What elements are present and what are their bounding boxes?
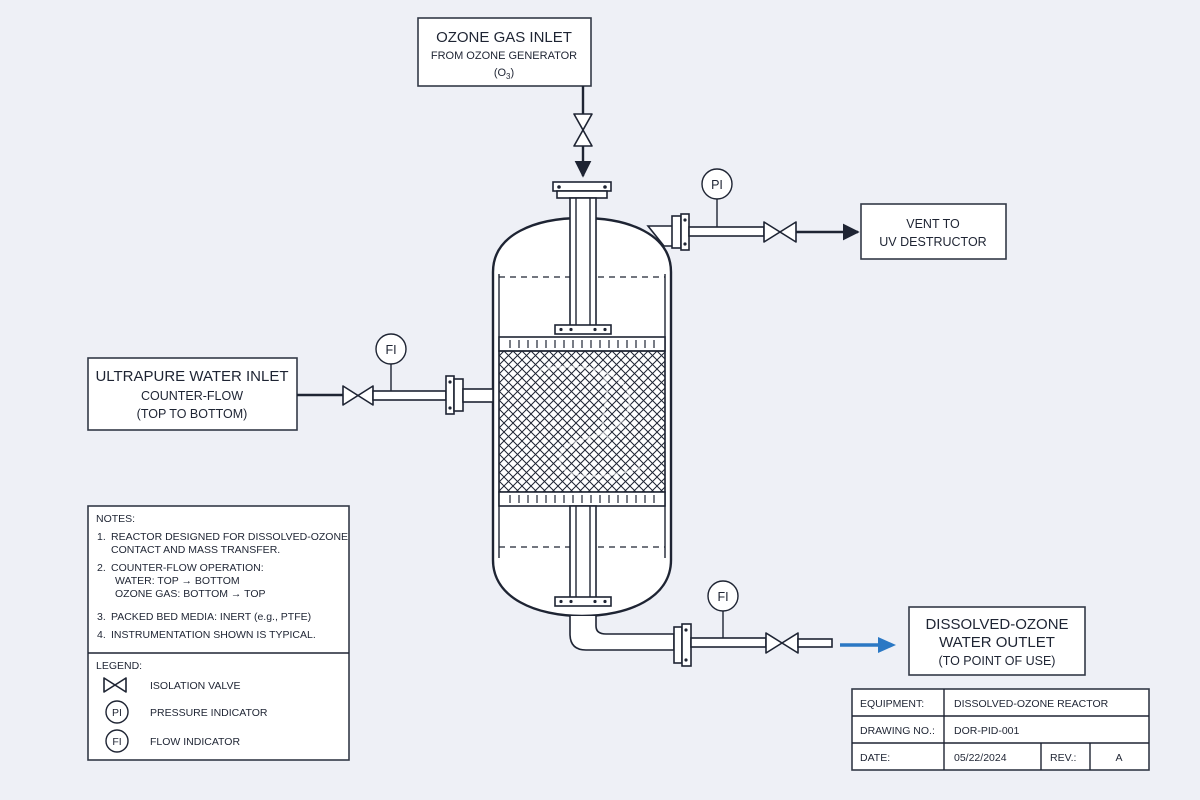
outlet-pipe — [690, 637, 767, 648]
ozone-inlet-title: OZONE GAS INLET — [436, 29, 572, 46]
top-gas-nozzle — [552, 181, 612, 327]
fi-outlet-tag: FI — [717, 590, 728, 604]
water-feed-pipe — [372, 390, 447, 401]
note-line: INSTRUMENTATION SHOWN IS TYPICAL. — [111, 629, 316, 641]
equipment-label: EQUIPMENT: — [860, 698, 924, 710]
vent-label-2: UV DESTRUCTOR — [879, 235, 986, 249]
ozone-formula: (O3) — [494, 67, 514, 81]
ozone-gas-inlet-box: OZONE GAS INLET FROM OZONE GENERATOR (O3… — [417, 17, 592, 87]
outlet-flange — [673, 623, 692, 667]
title-block: EQUIPMENT: DISSOLVED-OZONE REACTOR DRAWI… — [851, 688, 1150, 771]
note-line: PACKED BED MEDIA: INERT (e.g., PTFE) — [111, 611, 311, 623]
flow-indicator-fi-outlet[interactable]: FI — [707, 580, 739, 638]
vent-flange — [671, 213, 690, 251]
note-line: COUNTER-FLOW OPERATION: — [111, 562, 264, 574]
flow-indicator-fi-inlet[interactable]: FI — [375, 333, 407, 391]
legend-pi-symbol: PI — [105, 700, 129, 724]
legend-pi-label: PRESSURE INDICATOR — [150, 707, 268, 719]
vent-line — [688, 226, 765, 237]
packed-bed — [498, 350, 666, 493]
pressure-indicator-pi[interactable]: PI — [701, 168, 733, 227]
water-nozzle — [462, 388, 494, 403]
outlet-box: DISSOLVED-OZONE WATER OUTLET (TO POINT O… — [908, 606, 1086, 676]
ozone-inlet-source: FROM OZONE GENERATOR — [431, 50, 577, 62]
ozone-isolation-valve[interactable] — [573, 113, 593, 147]
vent-isolation-valve[interactable] — [763, 221, 797, 243]
water-inlet-title: ULTRAPURE WATER INLET — [95, 368, 288, 385]
water-isolation-valve[interactable] — [342, 385, 374, 406]
date-value: 05/22/2024 — [954, 752, 1007, 764]
vent-label-1: VENT TO — [906, 217, 960, 231]
legend-heading: LEGEND: — [96, 660, 142, 672]
rev-value: A — [1115, 752, 1122, 764]
water-inlet-flange — [445, 375, 464, 415]
note-line: CONTACT AND MASS TRANSFER. — [111, 544, 280, 556]
notes-legend-panel — [87, 505, 350, 761]
date-label: DATE: — [860, 752, 890, 764]
notes-heading: NOTES: — [96, 513, 135, 525]
note-number: 3. — [97, 611, 106, 623]
drawing-no-value: DOR-PID-001 — [954, 725, 1020, 737]
legend-valve-label: ISOLATION VALVE — [150, 680, 240, 692]
legend-section: LEGEND: ISOLATION VALVE PI PRESSURE INDI… — [96, 660, 268, 753]
svg-text:PI: PI — [112, 707, 122, 719]
rev-label: REV.: — [1050, 752, 1076, 764]
note-line: WATER: TOP → BOTTOM — [115, 575, 240, 587]
outlet-elbow-pipe — [569, 616, 675, 651]
water-inlet-flow: COUNTER-FLOW — [141, 389, 243, 403]
legend-fi-symbol: FI — [105, 729, 129, 753]
equipment-value: DISSOLVED-OZONE REACTOR — [954, 698, 1109, 710]
outlet-isolation-valve[interactable] — [765, 632, 799, 654]
note-number: 2. — [97, 562, 106, 574]
notes-section: NOTES: 1. REACTOR DESIGNED FOR DISSOLVED-… — [96, 513, 348, 641]
bottom-collector-pipe — [554, 505, 612, 607]
note-line: REACTOR DESIGNED FOR DISSOLVED-OZONE — [111, 531, 348, 543]
outlet-destination: (TO POINT OF USE) — [939, 654, 1056, 668]
legend-fi-label: FLOW INDICATOR — [150, 736, 240, 748]
water-inlet-box: ULTRAPURE WATER INLET COUNTER-FLOW (TOP … — [87, 357, 298, 431]
note-line: OZONE GAS: BOTTOM → TOP — [115, 588, 266, 600]
drawing-no-label: DRAWING NO.: — [860, 725, 935, 737]
vent-box: VENT TO UV DESTRUCTOR — [860, 203, 1007, 260]
fi-inlet-tag: FI — [385, 343, 396, 357]
note-number: 1. — [97, 531, 106, 543]
svg-text:FI: FI — [112, 736, 121, 748]
outlet-subtitle: WATER OUTLET — [939, 634, 1055, 651]
note-number: 4. — [97, 629, 106, 641]
outlet-flow-arrow — [840, 637, 896, 653]
legend-valve-symbol — [103, 677, 127, 693]
water-inlet-direction: (TOP TO BOTTOM) — [137, 407, 248, 421]
pi-tag: PI — [711, 178, 723, 192]
outlet-title: DISSOLVED-OZONE — [925, 616, 1068, 633]
outlet-stub — [797, 638, 833, 648]
